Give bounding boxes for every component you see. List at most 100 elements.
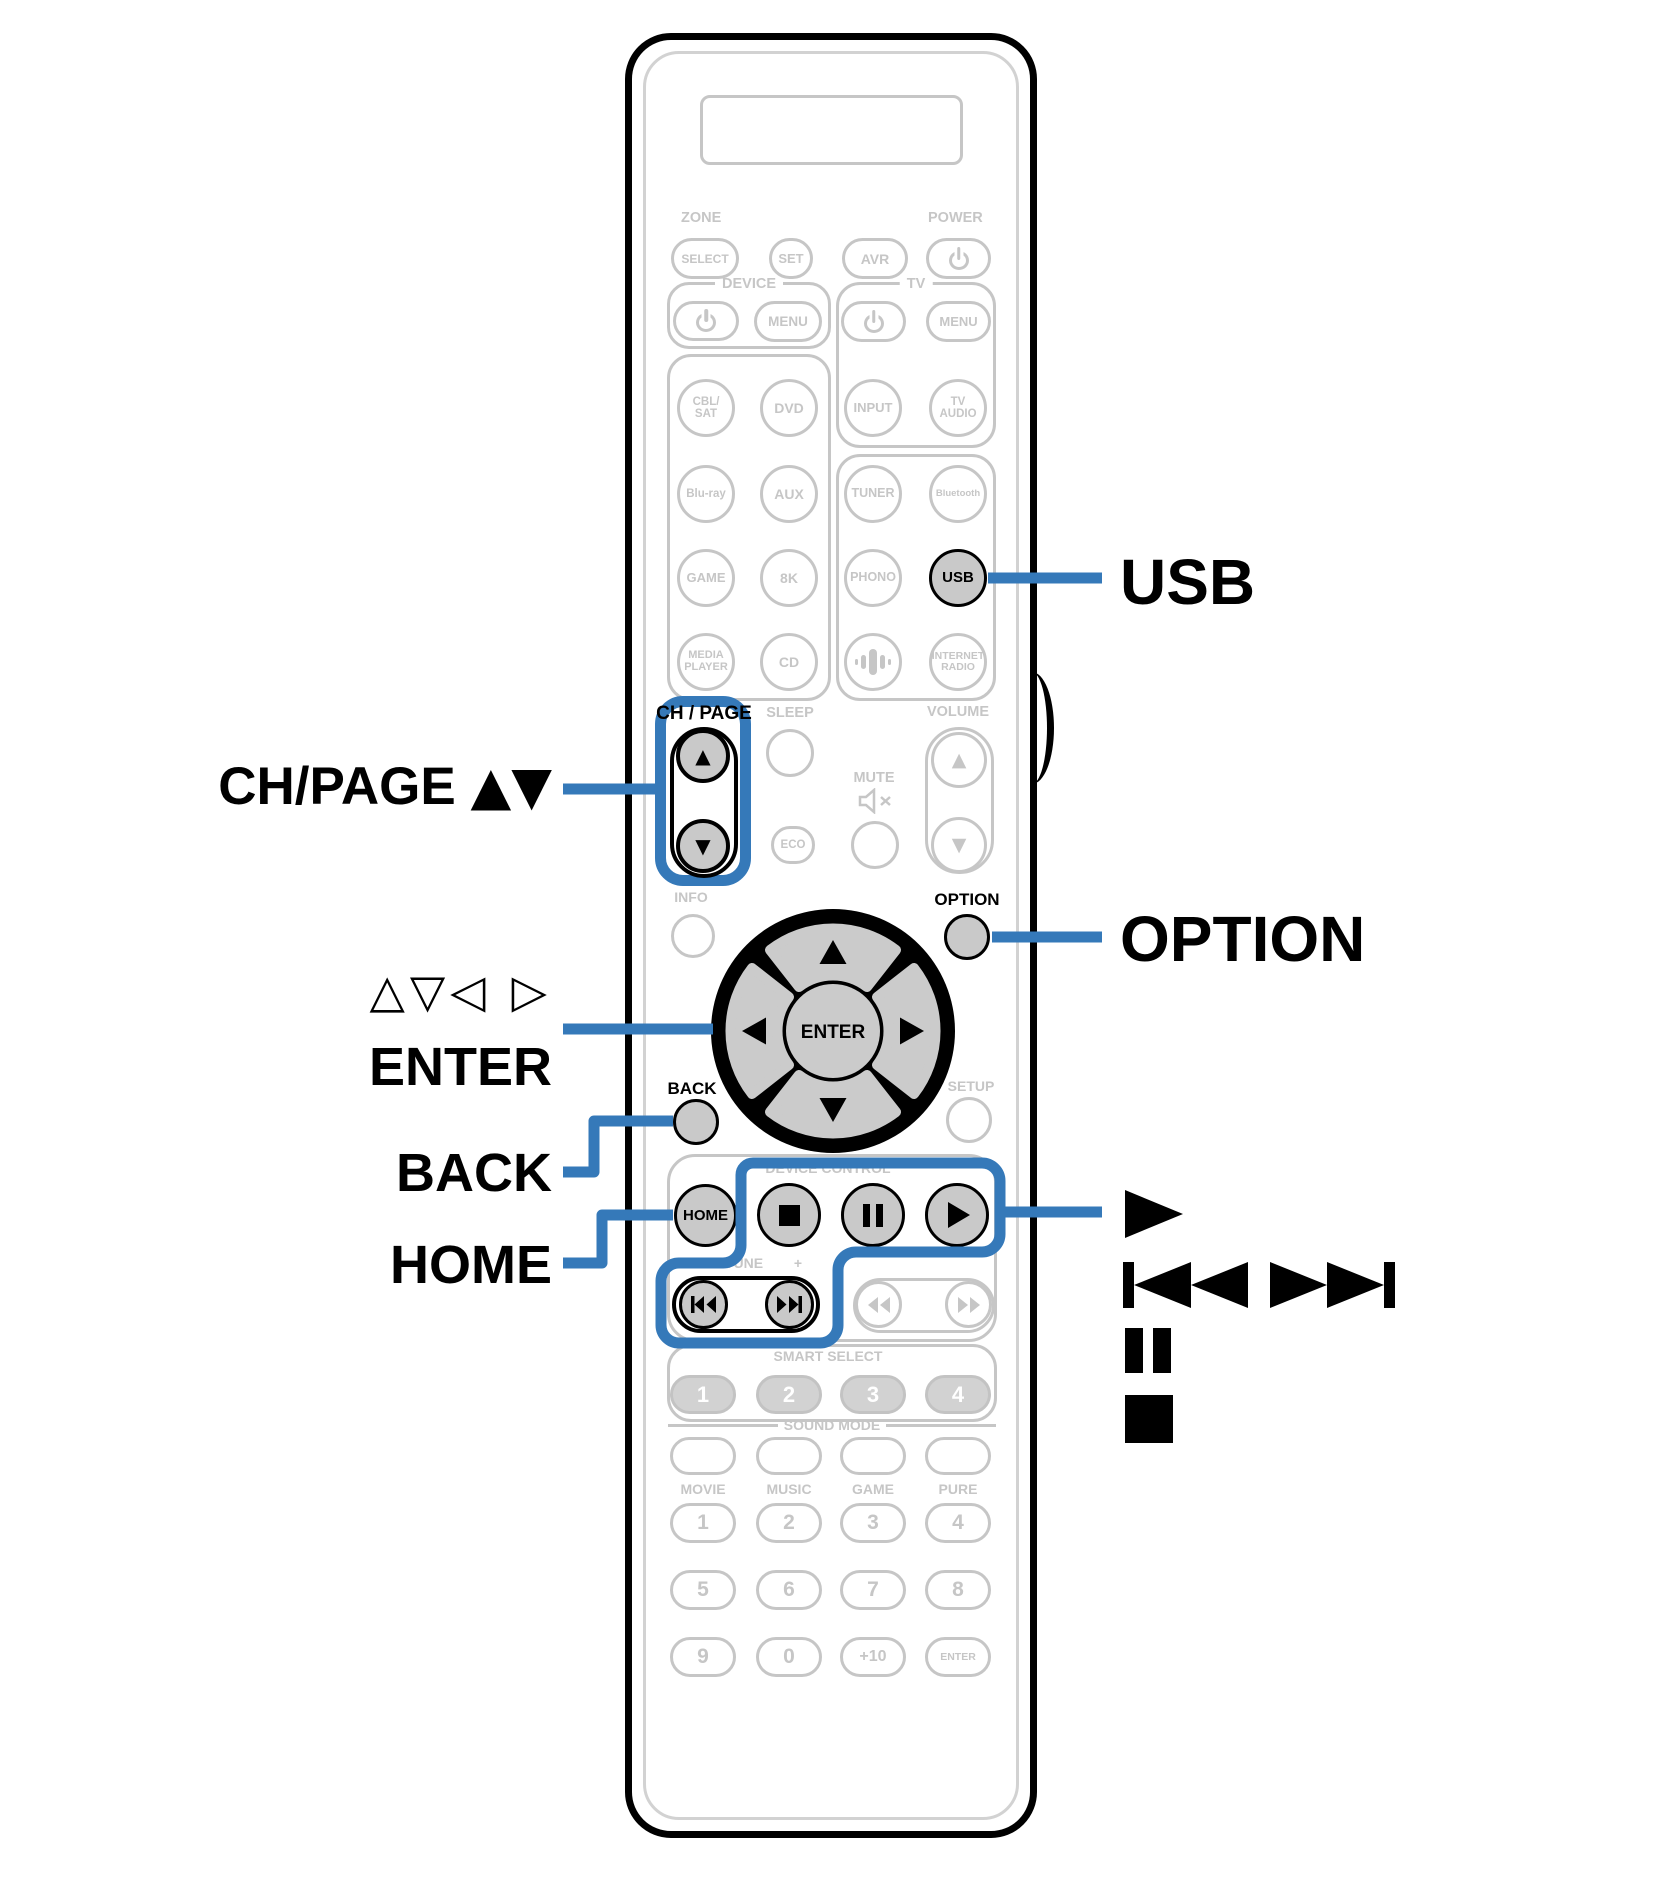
stop-button[interactable] [757, 1183, 821, 1247]
blu-ray-button[interactable]: Blu-ray [677, 465, 735, 523]
smart-select-button-3[interactable]: 3 [840, 1375, 906, 1414]
volume-down-button[interactable]: ▼ [931, 817, 987, 873]
zone-select-button[interactable]: SELECT [671, 238, 739, 279]
tv-power-button[interactable] [841, 301, 906, 342]
num-button-2[interactable]: 2 [756, 1503, 822, 1543]
skip-back-button[interactable] [679, 1280, 728, 1329]
usb-button[interactable]: USB [929, 549, 987, 607]
device-power-button[interactable] [673, 301, 739, 341]
callout-skip-icons [1123, 1262, 1395, 1308]
sound-mode-label: SOUND MODE [783, 1417, 881, 1433]
cursor-pad[interactable]: ENTER [708, 906, 958, 1156]
sound-mode-divider [668, 1423, 778, 1427]
zone-label: ZONE [681, 210, 722, 226]
callout-stop-icon [1125, 1395, 1173, 1443]
back-button[interactable] [673, 1099, 719, 1145]
skip-forward-button[interactable] [765, 1280, 814, 1329]
tuner-button[interactable]: TUNER [844, 465, 902, 523]
skip-back-icon [691, 1296, 716, 1313]
game-button[interactable]: GAME [677, 549, 735, 607]
channel-page-up-button[interactable]: ▲ [676, 729, 730, 783]
plus-ten-button[interactable]: +10 [840, 1637, 906, 1677]
down-triangle-icon: ▼ [695, 834, 711, 858]
num-button-7[interactable]: 7 [840, 1570, 906, 1610]
fast-forward-button[interactable] [945, 1281, 992, 1328]
sound-mode-button-movie[interactable] [670, 1437, 736, 1475]
num-button-1[interactable]: 1 [670, 1503, 736, 1543]
setup-button[interactable] [946, 1097, 992, 1143]
back-button-label: BACK [667, 1079, 717, 1098]
up-triangle-icon [819, 940, 847, 964]
eco-button[interactable]: ECO [771, 826, 815, 864]
info-button[interactable] [671, 914, 715, 958]
aux-button[interactable]: AUX [760, 465, 818, 523]
game-label: GAME [852, 1481, 894, 1497]
numpad-enter-button[interactable]: ENTER [925, 1637, 991, 1677]
heos-icon [855, 649, 891, 675]
num-button-8[interactable]: 8 [925, 1570, 991, 1610]
smart-select-button-1[interactable]: 1 [670, 1375, 736, 1414]
channel-page-down-button[interactable]: ▼ [676, 819, 730, 873]
callout-option-label: OPTION [1120, 903, 1366, 975]
sound-mode-button-music[interactable] [756, 1437, 822, 1475]
rewind-button[interactable] [855, 1281, 902, 1328]
smart-select-button-2[interactable]: 2 [756, 1375, 822, 1414]
avr-button[interactable]: AVR [842, 238, 908, 279]
movie-label: MOVIE [680, 1481, 726, 1497]
power-label: POWER [928, 210, 983, 226]
sound-mode-button-pure[interactable] [925, 1437, 991, 1475]
num-button-9[interactable]: 9 [670, 1637, 736, 1677]
sleep-button[interactable] [766, 729, 814, 777]
up-triangle-icon: ▲ [695, 744, 711, 768]
phono-button[interactable]: PHONO [844, 549, 902, 607]
pure-label: PURE [938, 1481, 978, 1497]
tv-group-label: TV [899, 276, 933, 292]
smart-select-button-4[interactable]: 4 [925, 1375, 991, 1414]
tune-label: TUNE [724, 1255, 764, 1271]
num-button-3[interactable]: 3 [840, 1503, 906, 1543]
option-button[interactable] [944, 914, 990, 960]
sound-mode-row: SOUND MODE [668, 1417, 997, 1433]
heos-button[interactable] [844, 633, 902, 691]
power-icon [694, 309, 718, 333]
num-button-6[interactable]: 6 [756, 1570, 822, 1610]
smart-select-label: SMART SELECT [766, 1348, 890, 1364]
callout-back-label: BACK [396, 1143, 552, 1203]
enter-button[interactable] [786, 984, 880, 1078]
play-button[interactable] [925, 1183, 989, 1247]
setup-label: SETUP [947, 1078, 995, 1094]
mute-button[interactable] [851, 821, 899, 869]
device-group-label: DEVICE [715, 276, 783, 292]
tv-input-button[interactable]: INPUT [844, 379, 902, 437]
mute-label: MUTE [853, 770, 895, 786]
bluetooth-button[interactable]: Bluetooth [929, 465, 987, 523]
dvd-button[interactable]: DVD [760, 379, 818, 437]
down-triangle-icon: ▼ [951, 833, 967, 856]
fast-forward-icon [957, 1296, 980, 1313]
cbl-sat-button[interactable]: CBL/SAT [677, 379, 735, 437]
home-button[interactable]: HOME [674, 1184, 737, 1247]
display-window [700, 95, 963, 165]
cd-button[interactable]: CD [760, 633, 818, 691]
num-button-4[interactable]: 4 [925, 1503, 991, 1543]
eight-k-button[interactable]: 8K [760, 549, 818, 607]
device-menu-button[interactable]: MENU [754, 301, 822, 342]
callout-enter-label: ENTER [368, 1037, 552, 1097]
tv-menu-button[interactable]: MENU [926, 301, 991, 342]
zone-set-button[interactable]: SET [769, 238, 813, 279]
num-button-5[interactable]: 5 [670, 1570, 736, 1610]
sound-mode-button-game[interactable] [840, 1437, 906, 1475]
num-button-0[interactable]: 0 [756, 1637, 822, 1677]
tune-plus-label: + [793, 1255, 802, 1271]
pause-icon [863, 1203, 883, 1227]
sound-mode-divider [886, 1423, 997, 1427]
main-power-button[interactable] [926, 238, 991, 279]
volume-up-button[interactable]: ▲ [931, 732, 987, 788]
power-icon [862, 309, 886, 334]
pause-button[interactable] [841, 1183, 905, 1247]
callout-ch-page-label: CH/PAGE ▲▼ [218, 756, 552, 817]
